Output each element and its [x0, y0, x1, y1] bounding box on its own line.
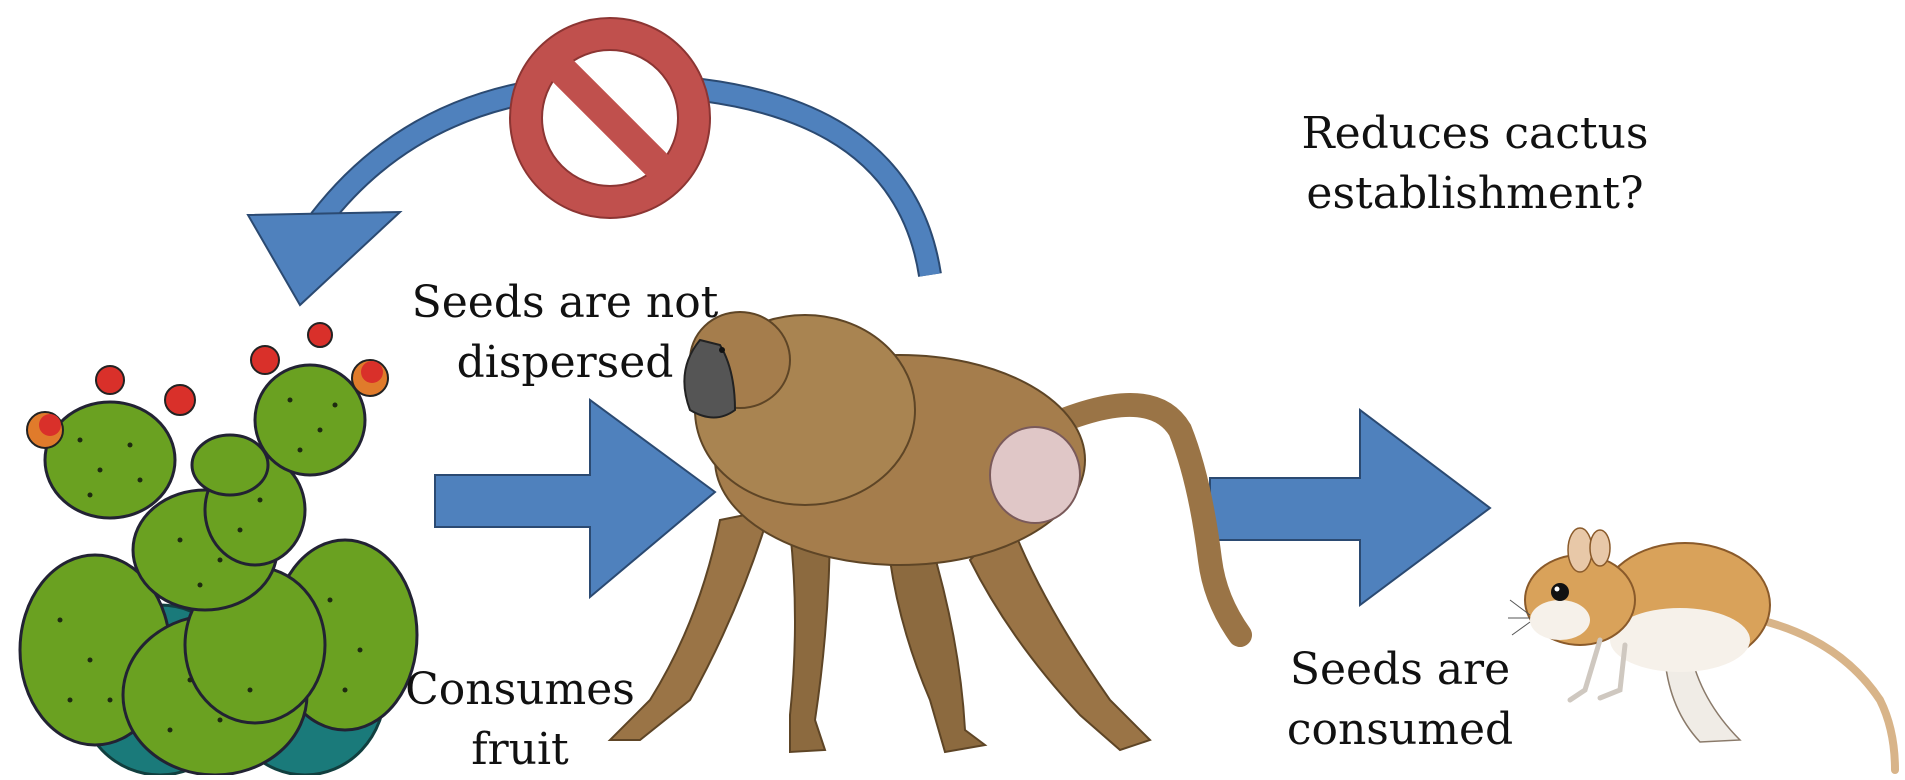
label-line: consumed	[1250, 700, 1550, 760]
label-line: establishment?	[1235, 164, 1715, 224]
label-line: Seeds are not	[385, 273, 745, 333]
arrow-cactus-to-baboon	[435, 400, 715, 597]
label-reduces-establishment: Reduces cactus establishment?	[1235, 104, 1715, 224]
cactus-illustration	[20, 323, 417, 775]
label-line: Seeds are	[1250, 640, 1550, 700]
kangaroo-rat-illustration	[1508, 528, 1895, 770]
label-line: Consumes	[375, 660, 665, 720]
prohibited-icon	[510, 18, 710, 218]
label-line: fruit	[375, 720, 665, 780]
label-line: Reduces cactus	[1235, 104, 1715, 164]
label-seeds-not-dispersed: Seeds are not dispersed	[385, 273, 745, 393]
label-seeds-consumed: Seeds are consumed	[1250, 640, 1550, 760]
label-consumes-fruit: Consumes fruit	[375, 660, 665, 780]
arrow-baboon-to-rodent	[1210, 410, 1490, 605]
label-line: dispersed	[385, 333, 745, 393]
